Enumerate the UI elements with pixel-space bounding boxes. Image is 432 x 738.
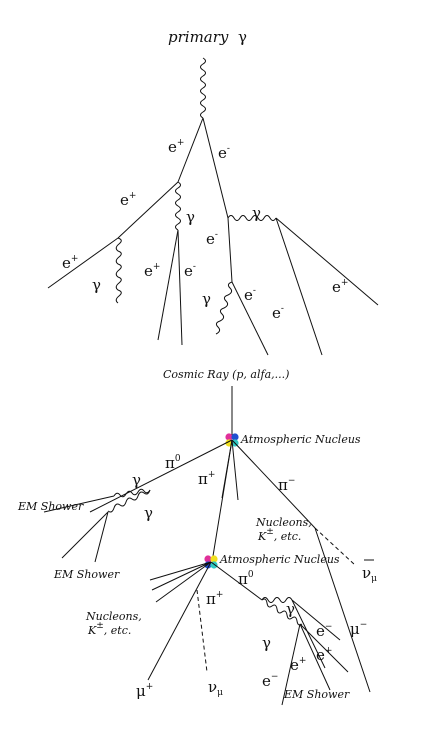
mu-minus-track — [314, 527, 371, 693]
gamma-label-2: γ — [186, 208, 195, 226]
nucleon-1a — [225, 433, 233, 441]
e-minus-label-5: e- — [272, 304, 284, 322]
pi0-track-1 — [89, 439, 233, 513]
em-shower-label-middle: EM Shower — [53, 568, 120, 581]
nucleon-track-1a — [221, 439, 233, 499]
e-minus-label-4: e- — [184, 262, 196, 280]
electron-track-5 — [275, 217, 323, 356]
electron-track-2 — [227, 217, 233, 283]
em-cascade: primary γ e+ e- e+ γ e+ e- e+ γ γ e+ e- … — [47, 28, 379, 356]
atmospheric-nucleus-2 — [204, 555, 218, 569]
k-etc-label-1: K±, etc. — [257, 527, 301, 543]
hadronic-shower: Cosmic Ray (p, alfa,...) Atmospheric Nuc… — [17, 368, 377, 706]
atmospheric-nucleus-label-1: Atmospheric Nucleus — [240, 433, 361, 446]
antineutrino-label: νμ — [362, 564, 377, 584]
mu-plus-label: μ+ — [136, 682, 153, 700]
gamma-label-lower-a: γ — [286, 600, 295, 618]
positron-track-2 — [117, 181, 179, 239]
e-minus-label-lower-a: e− — [316, 622, 332, 640]
e-minus-label-lower-b: e− — [262, 672, 278, 690]
e-minus-label-1: e- — [218, 144, 230, 162]
pi0-label-1: π0 — [165, 454, 181, 472]
nucleons-label-1: Nucleons, — [255, 516, 312, 529]
electron-track-lower-a — [291, 599, 341, 641]
electron-track-4 — [177, 229, 183, 346]
e-plus-label-4: e+ — [144, 262, 160, 280]
em-shower-label-upper: EM Shower — [17, 500, 84, 513]
e-plus-label-5: e+ — [332, 278, 348, 296]
em-shower-track-lower-a — [61, 511, 109, 559]
gamma-label-upper-b: γ — [144, 504, 153, 522]
e-plus-label-3: e+ — [62, 254, 78, 272]
electron-track-lower-b — [299, 623, 331, 691]
k-etc-label-2: K±, etc. — [87, 621, 131, 637]
nucleon-track-2a — [149, 561, 212, 581]
mu-minus-label: μ− — [350, 620, 367, 638]
photon-line-2 — [175, 181, 181, 231]
pi0-track-2 — [210, 561, 263, 601]
cosmic-ray-label: Cosmic Ray (p, alfa,...) — [163, 368, 289, 381]
positron-track-1 — [177, 117, 204, 183]
nucleon-track-2c — [155, 561, 212, 603]
pi-minus-label: π− — [278, 476, 295, 494]
e-plus-label-lower-b: e+ — [290, 656, 306, 674]
pi-plus-track-2 — [147, 561, 212, 681]
gamma-track-upper-b — [107, 489, 151, 513]
electron-track-3 — [231, 281, 269, 356]
nucleon-2b — [210, 555, 218, 563]
gamma-track-lower-b — [261, 598, 303, 626]
pi-plus-label-2: π+ — [206, 590, 223, 608]
positron-track-4 — [157, 229, 179, 341]
positron-track-3 — [47, 237, 119, 289]
gamma-label-lower-b: γ — [262, 634, 271, 652]
nucleon-1b — [231, 433, 239, 441]
gamma-label-upper-a: γ — [132, 471, 141, 489]
em-shower-label-lower: EM Shower — [283, 688, 350, 701]
nucleon-track-2b — [151, 561, 212, 591]
em-shower-track-lower-b — [94, 511, 109, 563]
gamma-label-4: γ — [252, 204, 261, 222]
pi-minus-track — [231, 439, 316, 529]
nucleon-2a — [204, 555, 212, 563]
pi-plus-label-1: π+ — [198, 470, 215, 488]
photon-line-5 — [215, 281, 233, 335]
photon-line-3 — [115, 237, 122, 304]
nucleon-track-1b — [231, 439, 239, 501]
nucleons-label-2: Nucleons, — [85, 610, 142, 623]
gamma-track-upper-a — [113, 488, 151, 498]
gamma-track-lower-a — [261, 597, 293, 603]
primary-gamma-symbol: γ — [238, 28, 247, 46]
e-minus-label-2: e- — [206, 230, 218, 248]
positron-track-lower-b — [299, 623, 349, 673]
positron-track-lower-a — [291, 599, 326, 669]
e-plus-label-1: e+ — [168, 138, 184, 156]
photon-line-4 — [227, 215, 277, 221]
antineutrino-track — [314, 527, 356, 566]
electron-track-1 — [202, 117, 229, 219]
pi0-label-2: π0 — [238, 570, 254, 588]
primary-photon-line — [200, 57, 206, 119]
neutrino-label: νμ — [208, 678, 223, 698]
positron-track-5 — [275, 217, 379, 306]
e-minus-label-3: e- — [244, 286, 256, 304]
em-shower-track-upper — [43, 495, 115, 513]
gamma-label-3: γ — [92, 276, 101, 294]
e-plus-label-lower-a: e+ — [316, 646, 332, 664]
e-plus-label-2: e+ — [120, 191, 136, 209]
gamma-label-5: γ — [202, 290, 211, 308]
primary-label: primary — [168, 28, 229, 46]
electron-track-lower-c — [281, 623, 301, 706]
atmospheric-nucleus-label-2: Atmospheric Nucleus — [219, 553, 340, 566]
